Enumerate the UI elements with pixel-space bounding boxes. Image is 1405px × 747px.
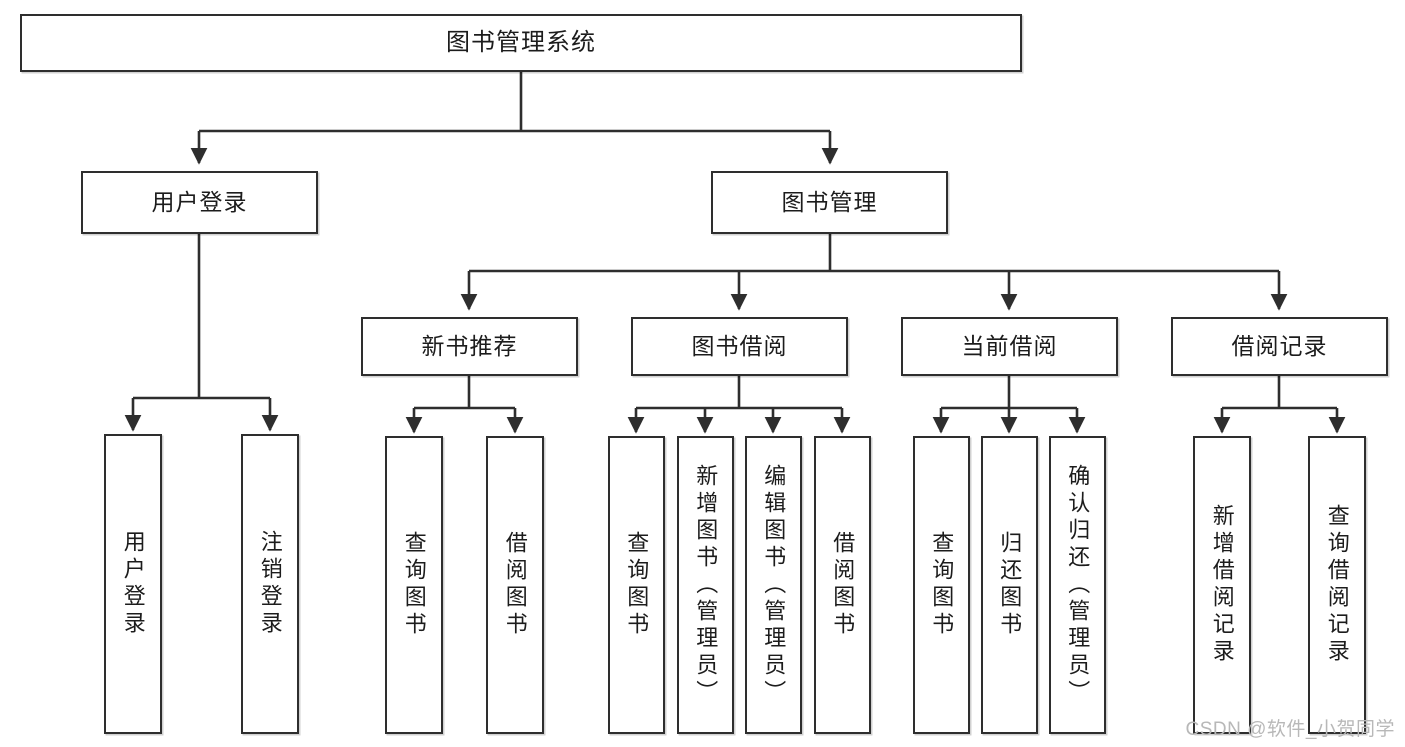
leaf-new-book-borrow[interactable]: 借阅图书 (486, 436, 544, 734)
leaf-new-book-query[interactable]: 查询图书 (385, 436, 443, 734)
leaf-current-borrow-query[interactable]: 查询图书 (913, 436, 970, 734)
node-label: 借阅图书 (502, 531, 528, 639)
node-label: 查询借阅记录 (1324, 504, 1350, 666)
node-label: 编辑图书（管理员） (761, 463, 787, 707)
leaf-user-login-signout[interactable]: 注销登录 (241, 434, 299, 734)
leaf-book-borrow-lend[interactable]: 借阅图书 (814, 436, 871, 734)
node-root-system[interactable]: 图书管理系统 (20, 14, 1022, 72)
leaf-book-borrow-edit[interactable]: 编辑图书（管理员） (745, 436, 802, 734)
node-label: 用户登录 (120, 530, 146, 638)
node-label: 新增借阅记录 (1209, 504, 1235, 666)
leaf-book-borrow-add[interactable]: 新增图书（管理员） (677, 436, 734, 734)
node-label: 查询图书 (401, 531, 427, 639)
node-label: 图书管理 (781, 188, 878, 215)
node-book-management[interactable]: 图书管理 (711, 171, 948, 234)
leaf-borrow-record-query[interactable]: 查询借阅记录 (1308, 436, 1366, 734)
node-label: 归还图书 (997, 531, 1023, 639)
node-label: 借阅记录 (1231, 332, 1328, 359)
node-label: 新书推荐 (421, 332, 518, 359)
node-label: 图书管理系统 (446, 28, 596, 56)
node-borrow-record[interactable]: 借阅记录 (1171, 317, 1388, 376)
node-current-borrow[interactable]: 当前借阅 (901, 317, 1118, 376)
leaf-book-borrow-query[interactable]: 查询图书 (608, 436, 665, 734)
node-label: 确认归还（管理员） (1065, 463, 1091, 707)
node-user-login[interactable]: 用户登录 (81, 171, 318, 234)
node-book-borrow[interactable]: 图书借阅 (631, 317, 848, 376)
watermark-text: CSDN @软件_小贺同学 (1185, 719, 1395, 740)
node-label: 图书借阅 (691, 332, 788, 359)
node-label: 查询图书 (929, 531, 955, 639)
node-label: 借阅图书 (830, 531, 856, 639)
node-label: 当前借阅 (961, 332, 1058, 359)
leaf-current-borrow-return[interactable]: 归还图书 (981, 436, 1038, 734)
leaf-borrow-record-add[interactable]: 新增借阅记录 (1193, 436, 1251, 734)
node-new-book-recommend[interactable]: 新书推荐 (361, 317, 578, 376)
node-label: 查询图书 (624, 531, 650, 639)
node-label: 用户登录 (151, 188, 248, 215)
leaf-current-borrow-confirm[interactable]: 确认归还（管理员） (1049, 436, 1106, 734)
node-label: 注销登录 (257, 530, 283, 638)
leaf-user-login-signin[interactable]: 用户登录 (104, 434, 162, 734)
node-label: 新增图书（管理员） (693, 463, 719, 707)
